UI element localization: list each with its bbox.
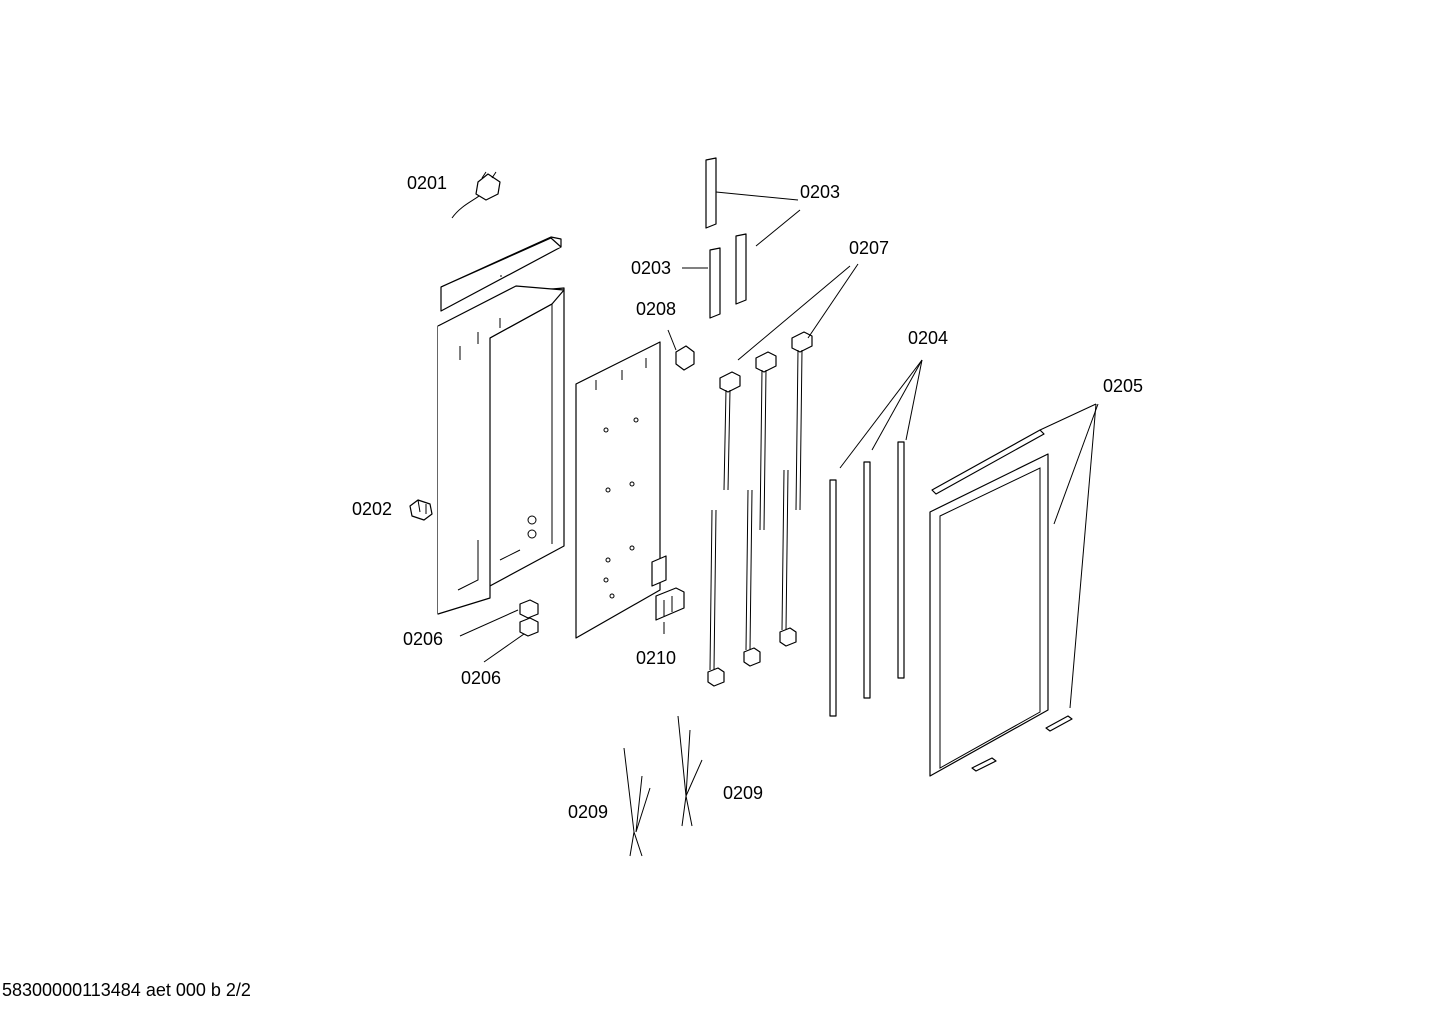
part-0201-power-plug xyxy=(451,171,501,219)
label-0210: 0210 xyxy=(636,648,676,668)
label-0209-right: 0209 xyxy=(723,783,763,803)
label-0205: 0205 xyxy=(1103,376,1143,396)
part-0209-wire-harnesses xyxy=(623,715,703,857)
label-0206-lower: 0206 xyxy=(461,668,501,688)
label-0206-upper: 0206 xyxy=(403,629,443,649)
label-0204: 0204 xyxy=(908,328,948,348)
part-0205-diffuser-frame xyxy=(929,429,1073,777)
part-mounting-plate xyxy=(575,341,667,639)
label-0203-top: 0203 xyxy=(800,182,840,202)
label-0208: 0208 xyxy=(636,299,676,319)
label-0207: 0207 xyxy=(849,238,889,258)
part-0204-tubes xyxy=(829,441,905,717)
part-0210-terminal-block xyxy=(655,587,685,621)
label-0203-left: 0203 xyxy=(631,258,671,278)
label-0201: 0201 xyxy=(407,173,447,193)
document-footer-id: 58300000113484 aet 000 b 2/2 xyxy=(2,980,251,1000)
label-0209-left: 0209 xyxy=(568,802,608,822)
part-0207-lamp-holders xyxy=(707,331,813,687)
part-0208-clip xyxy=(675,345,695,371)
label-0202: 0202 xyxy=(352,499,392,519)
part-labels: 0201 0202 0203 0203 0207 0208 0204 0205 … xyxy=(352,173,1143,822)
part-0206-clips xyxy=(519,599,539,637)
part-0203-rails xyxy=(705,157,747,319)
part-back-casing xyxy=(437,285,565,615)
part-top-bracket xyxy=(440,236,562,312)
part-0202-connector xyxy=(409,499,433,521)
leader-lines xyxy=(459,191,1099,709)
